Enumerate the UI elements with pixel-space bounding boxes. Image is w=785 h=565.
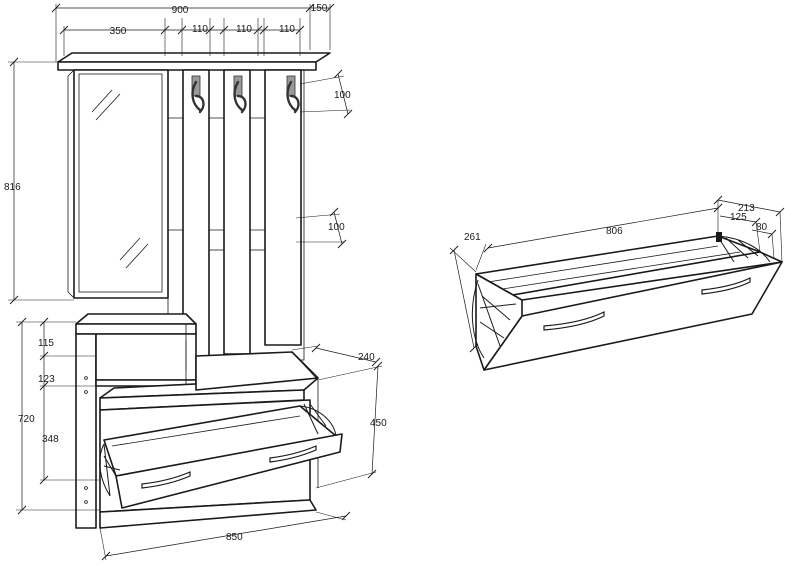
dim-hook-spacing-upper: 100 xyxy=(334,90,351,101)
dim-drawer-front-depth: 80 xyxy=(756,222,768,233)
dim-shelf-mid: 123 xyxy=(38,374,55,385)
dim-drawer-inner-depth: 125 xyxy=(730,212,747,223)
mirror-frame xyxy=(73,69,169,299)
drawer-detail xyxy=(471,232,783,371)
cabinet-left-side xyxy=(75,333,97,529)
panel-3 xyxy=(264,69,302,346)
hanger-assembly xyxy=(57,52,331,361)
dim-shoe-section: 348 xyxy=(42,434,59,445)
hinge-bracket-icon xyxy=(716,232,722,242)
drawer-handle xyxy=(269,445,317,463)
shelf-niche xyxy=(95,333,197,381)
dim-hanger-height: 816 xyxy=(4,182,21,193)
dim-cabinet-width: 850 xyxy=(226,532,243,543)
detail-hinge-right xyxy=(717,235,771,263)
shelf-unit-lid xyxy=(75,323,197,335)
dimension-lines xyxy=(8,3,785,561)
drawer-handle xyxy=(141,471,191,489)
drawer-hinge-right xyxy=(299,403,337,437)
dim-mirror-width: 350 xyxy=(110,26,127,37)
detail-hinge-left xyxy=(471,279,517,359)
shelf-unit-top xyxy=(75,313,197,325)
drawer-hinge-left xyxy=(99,443,121,497)
dim-hall-depth: 150 xyxy=(311,3,328,14)
coat-hook-icon xyxy=(233,75,247,114)
dim-drawer-open-depth: 261 xyxy=(464,232,481,243)
dim-hook-spacing-lower: 100 xyxy=(328,222,345,233)
dim-hall-width: 900 xyxy=(172,5,189,16)
drawer-front xyxy=(115,433,343,509)
dim-shelf-top: 115 xyxy=(38,338,54,349)
dim-panel-gap-3: 110 xyxy=(279,24,295,35)
dimension-labels: 900 150 350 110 110 110 816 100 100 720 … xyxy=(4,3,768,543)
coat-hook-icon xyxy=(286,75,300,114)
dim-drawer-length: 806 xyxy=(606,226,623,237)
coat-hook-icon xyxy=(191,75,205,114)
cabinet-top-back xyxy=(195,351,319,391)
detail-drawer-handle xyxy=(543,311,605,331)
dim-panel-gap-1: 110 xyxy=(192,24,208,35)
mirror-reflection xyxy=(91,89,113,113)
detail-drawer-side xyxy=(475,273,523,371)
dim-drawer-height: 450 xyxy=(370,418,387,429)
dim-cabinet-depth: 240 xyxy=(358,352,375,363)
panel-2 xyxy=(223,69,251,355)
dim-panel-gap-2: 110 xyxy=(236,24,252,35)
mirror-glass xyxy=(78,73,163,293)
top-shelf-front xyxy=(57,61,317,71)
cabinet-base xyxy=(99,499,317,529)
detail-drawer-handle xyxy=(701,277,751,295)
top-shelf-top xyxy=(57,52,331,63)
shoe-cabinet xyxy=(75,313,343,529)
dim-cabinet-height: 720 xyxy=(18,414,35,425)
dim-drawer-total-depth: 213 xyxy=(738,203,755,214)
